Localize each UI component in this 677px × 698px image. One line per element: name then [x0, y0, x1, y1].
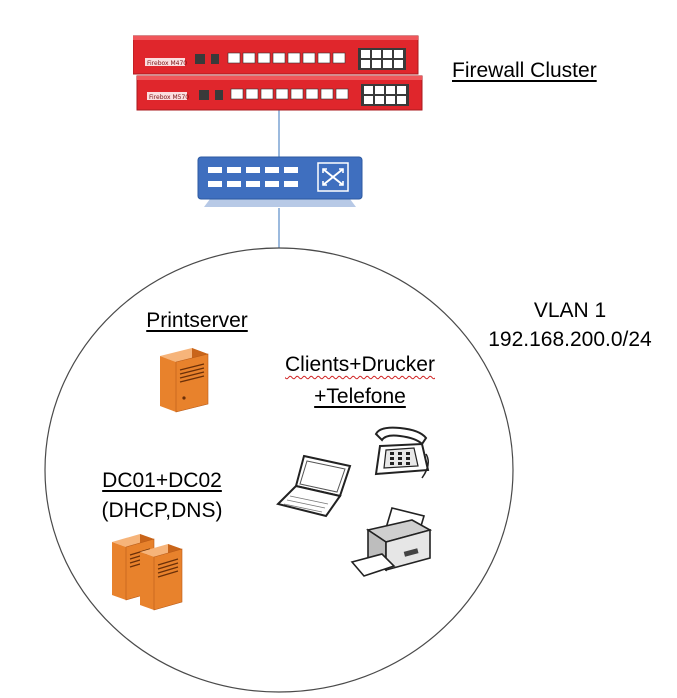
clients-label-text: Clients+Drucker: [285, 353, 435, 376]
laptop-icon: [276, 454, 352, 518]
clients-label-text-2: +Telefone: [314, 385, 406, 408]
svg-text:Firebox M570: Firebox M570: [149, 94, 189, 101]
printer-icon: [350, 507, 433, 577]
firewall-icon: Firebox M470 Firebox M570: [132, 35, 423, 111]
network-switch: [196, 155, 364, 216]
firewall-device-1: Firebox M470: [132, 35, 419, 75]
firewall-device-2: Firebox M570: [136, 75, 423, 111]
server-dc02: [140, 544, 183, 611]
client-telephone: [370, 424, 432, 487]
printserver-label: Printserver: [146, 309, 248, 332]
vlan-name: VLAN 1: [533, 299, 607, 322]
server-tower-icon: [160, 348, 209, 413]
client-printer: [350, 506, 434, 589]
client-laptop: [274, 452, 354, 527]
vlan-boundary: [44, 247, 514, 693]
clients-label-line2: +Telefone: [268, 384, 452, 410]
firewall-cluster-label: Firewall Cluster: [452, 59, 597, 82]
server-pair-icon: [112, 534, 183, 611]
domain-controllers: [110, 528, 196, 617]
network-switch-icon: [197, 156, 363, 207]
dc-label: DC01+DC02: [102, 469, 222, 492]
clients-label-line1: Clients+Drucker: [268, 352, 452, 378]
dc-services: (DHCP,DNS): [101, 499, 223, 522]
telephone-icon: [374, 426, 430, 479]
vlan-subnet: 192.168.200.0/24: [488, 328, 652, 351]
firewall-cluster: Firebox M470 Firebox M570: [132, 34, 428, 119]
svg-text:Firebox M470: Firebox M470: [147, 60, 187, 67]
printserver: [154, 342, 212, 419]
